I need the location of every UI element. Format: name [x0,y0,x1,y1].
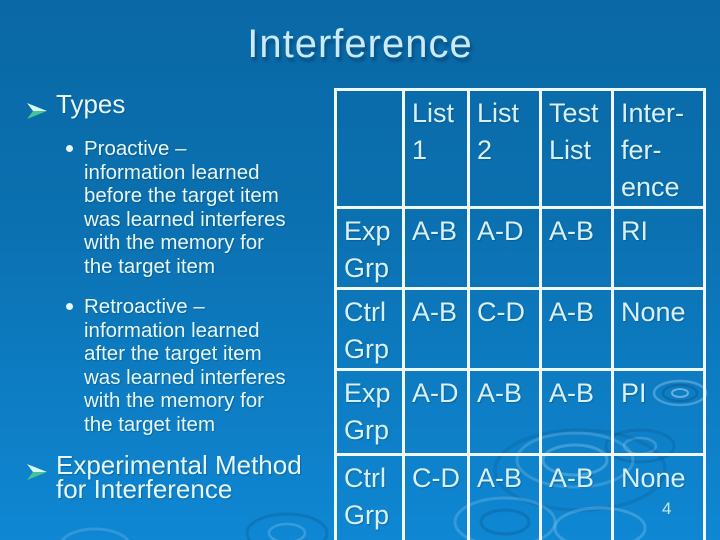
row-label-cell: Ctrl Grp [334,453,405,540]
table-cell: A-B [539,287,614,371]
row-label-cell: Ctrl Grp [334,287,405,371]
interference-method-table: List 1 List 2 Test List Inter- fer- ence… [334,88,706,540]
table-header-row: List 1 List 2 Test List Inter- fer- ence [334,88,706,209]
table-cell: A-B [467,453,542,540]
bullet-item-experimental-method: Experimental Method for Interference [27,450,339,504]
page-number: 4 [662,499,672,518]
bullet-item-proactive: Proactive – information learned before t… [27,137,339,278]
table-cell: A-B [539,206,614,290]
bullet-text-proactive: Proactive – information learned before t… [84,137,286,278]
table-cell: A-B [539,368,614,456]
row-label-cell: Exp Grp [334,368,405,456]
bullet-list: Types Proactive – information learned be… [27,91,339,504]
table-cell: A-B [539,453,614,540]
dot-bullet-icon [66,303,84,310]
table-header-cell: Test List [539,88,614,209]
bullet-text-types: Types [56,89,126,119]
table-header-cell: List 1 [402,88,470,209]
row-label-cell: Exp Grp [334,206,405,290]
table-cell: A-B [467,368,542,456]
table-cell: A-D [402,368,470,456]
table-row: Ctrl Grp A-B C-D A-B None [334,287,706,371]
table-header-cell: Inter- fer- ence [611,88,706,209]
table-row: Exp Grp A-B A-D A-B RI [334,206,706,290]
slide-title: Interference [247,22,473,66]
dot-bullet-icon [66,145,84,152]
table-cell: None [611,287,706,371]
table-cell: PI [611,368,706,456]
arrow-bullet-icon [27,459,56,483]
table-cell: C-D [467,287,542,371]
table-row: Ctrl Grp C-D A-B A-B None [334,453,706,540]
bullet-item-types: Types [27,91,339,123]
table-cell: A-B [402,287,470,371]
ripple-bottom-left [60,512,329,540]
table-header-cell [334,88,405,209]
bullet-text-experimental-method: Experimental Method for Interference [56,450,302,504]
table-cell: A-B [402,206,470,290]
table-cell: A-D [467,206,542,290]
table-cell: RI [611,206,706,290]
bullet-item-retroactive: Retroactive – information learned after … [27,295,339,436]
table-header-cell: List 2 [467,88,542,209]
table-row: Exp Grp A-D A-B A-B PI [334,368,706,456]
bullet-text-retroactive: Retroactive – information learned after … [84,295,286,436]
table-cell: C-D [402,453,470,540]
table-cell: None [611,453,706,540]
arrow-bullet-icon [27,97,56,123]
